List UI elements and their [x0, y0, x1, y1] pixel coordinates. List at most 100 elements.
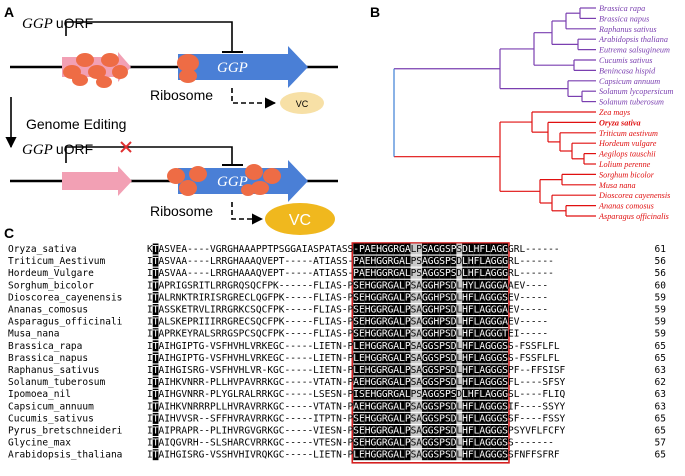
- alignment-shade: [364, 376, 371, 388]
- alignment-shade: [433, 352, 440, 364]
- alignment-shade: [416, 328, 423, 340]
- alignment-shade: [444, 279, 451, 291]
- alignment-shade: [485, 364, 491, 376]
- alignment-shade: [376, 243, 382, 255]
- alignment-shade: [473, 437, 480, 449]
- alignment-shade: [450, 291, 457, 303]
- alignment-shade: [439, 328, 445, 340]
- alignment-shade: [473, 267, 480, 279]
- alignment-shade: [444, 388, 451, 400]
- alignment-shade: [399, 267, 405, 279]
- alignment-shade: [370, 255, 377, 267]
- alignment-shade: [496, 316, 503, 328]
- bottom-output-arrow: [231, 202, 264, 225]
- alignment-shade: [502, 425, 508, 436]
- alignment-end-position: 65: [655, 450, 666, 461]
- alignment-shade: [381, 364, 388, 376]
- alignment-shade: [410, 425, 417, 436]
- alignment-sequence: ITASVAA----LRRGHAAAQVEPT-----ATIASS-PAEH…: [147, 268, 554, 279]
- alignment-shade: [485, 449, 491, 461]
- alignment-shade: [479, 437, 486, 449]
- alignment-shade: [387, 352, 394, 364]
- alignment-shade: [485, 376, 491, 388]
- alignment-shade: [485, 340, 491, 352]
- alignment-shade: [387, 340, 394, 352]
- alignment-shade: [416, 352, 423, 364]
- alignment-shade: [364, 243, 371, 255]
- alignment-shade: [422, 425, 428, 436]
- alignment-shade: [376, 316, 382, 328]
- alignment-shade: [370, 437, 377, 449]
- alignment-end-position: 59: [655, 329, 667, 340]
- alignment-shade: [456, 352, 463, 364]
- alignment-shade: [353, 316, 360, 328]
- alignment-shade: [152, 437, 159, 449]
- alignment-species-name: Sorghum_bicolor: [8, 280, 94, 291]
- alignment-shade: [393, 400, 400, 412]
- alignment-shade: [359, 304, 365, 315]
- alignment-shade: [450, 340, 457, 352]
- alignment-shade: [387, 267, 394, 279]
- alignment-end-position: 65: [655, 426, 666, 437]
- alignment-shade: [404, 279, 411, 291]
- alignment-shade: [427, 316, 434, 328]
- alignment-shade: [399, 412, 405, 424]
- alignment-shade: [496, 328, 503, 340]
- alignment-shade: [450, 243, 457, 255]
- alignment-sequence: ITASVAA----LRRGHAAAQVEPT-----ATIASS-PAEH…: [147, 256, 554, 267]
- alignment-shade: [490, 267, 497, 279]
- alignment-species-name: Raphanus_sativus: [8, 365, 100, 376]
- alignment-shade: [462, 291, 468, 303]
- alignment-shade: [410, 279, 417, 291]
- alignment-shade: [410, 340, 417, 352]
- alignment-shade: [393, 328, 400, 340]
- alignment-shade: [387, 304, 394, 315]
- alignment-shade: [450, 255, 457, 267]
- alignment-shade: [496, 243, 503, 255]
- alignment-shade: [399, 340, 405, 352]
- alignment-shade: [376, 400, 382, 412]
- alignment-shade: [404, 388, 411, 400]
- alignment-shade: [439, 400, 445, 412]
- alignment-shade: [439, 388, 445, 400]
- alignment-shade: [439, 425, 445, 436]
- alignment-shade: [490, 304, 497, 315]
- alignment-shade: [490, 340, 497, 352]
- alignment-shade: [427, 400, 434, 412]
- alignment-shade: [456, 364, 463, 376]
- alignment-shade: [496, 412, 503, 424]
- alignment-shade: [387, 412, 394, 424]
- alignment-shade: [410, 328, 417, 340]
- alignment-shade: [485, 316, 491, 328]
- alignment-shade: [381, 388, 388, 400]
- alignment-shade: [399, 437, 405, 449]
- alignment-shade: [387, 437, 394, 449]
- alignment-shade: [444, 328, 451, 340]
- alignment-shade: [479, 352, 486, 364]
- alignment-end-position: 56: [655, 268, 667, 279]
- alignment-shade: [359, 352, 365, 364]
- alignment-shade: [450, 400, 457, 412]
- alignment-shade: [456, 243, 463, 255]
- alignment-shade: [433, 340, 440, 352]
- alignment-shade: [479, 279, 486, 291]
- alignment-shade: [462, 449, 468, 461]
- alignment-shade: [381, 340, 388, 352]
- alignment-shade: [490, 279, 497, 291]
- top-uorf-text: uORF: [56, 15, 93, 31]
- alignment-shade: [416, 376, 423, 388]
- alignment-shade: [387, 328, 394, 340]
- alignment-shade: [387, 388, 394, 400]
- alignment-sequence: ITAIHGVNRR-PLYGLRALRRKGC-----LSESN-PISEH…: [147, 389, 566, 400]
- alignment-shade: [479, 267, 486, 279]
- alignment-shade: [404, 352, 411, 364]
- panel-a-letter: A: [4, 4, 14, 20]
- alignment-shade: [404, 376, 411, 388]
- alignment-shade: [427, 437, 434, 449]
- alignment-sequence: ITAPRKEYRALSRRGSPCSQCFPK-----FLIAS-PSEHG…: [147, 329, 548, 340]
- alignment-shade: [376, 449, 382, 461]
- alignment-end-position: 65: [655, 341, 666, 352]
- alignment-shade: [359, 340, 365, 352]
- alignment-shade: [399, 400, 405, 412]
- alignment-shade: [359, 316, 365, 328]
